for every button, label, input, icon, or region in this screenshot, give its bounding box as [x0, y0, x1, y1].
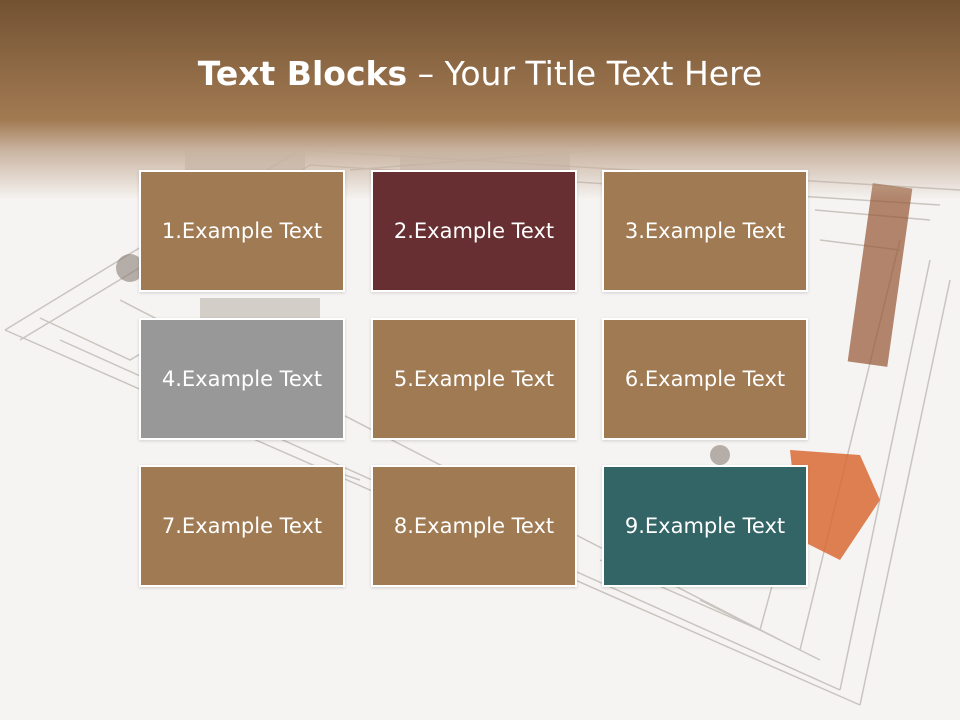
- title-bold-part: Text Blocks: [197, 54, 408, 93]
- text-block-4[interactable]: 4.Example Text: [139, 318, 345, 440]
- title-dash: –: [407, 54, 445, 93]
- text-block-label: 9.Example Text: [624, 514, 786, 538]
- text-block-label: 4.Example Text: [161, 367, 323, 391]
- text-block-label: 6.Example Text: [624, 367, 786, 391]
- text-block-label: 7.Example Text: [161, 514, 323, 538]
- text-block-label: 5.Example Text: [393, 367, 555, 391]
- text-block-3[interactable]: 3.Example Text: [602, 170, 808, 292]
- text-block-8[interactable]: 8.Example Text: [371, 465, 577, 587]
- title-subtext: Your Title Text Here: [444, 54, 763, 93]
- text-block-label: 3.Example Text: [624, 219, 786, 243]
- text-block-6[interactable]: 6.Example Text: [602, 318, 808, 440]
- text-block-9[interactable]: 9.Example Text: [602, 465, 808, 587]
- text-block-label: 8.Example Text: [393, 514, 555, 538]
- text-block-1[interactable]: 1.Example Text: [139, 170, 345, 292]
- text-block-label: 2.Example Text: [393, 219, 555, 243]
- header-band: [0, 0, 960, 200]
- text-block-7[interactable]: 7.Example Text: [139, 465, 345, 587]
- text-block-label: 1.Example Text: [161, 219, 323, 243]
- slide-title: Text Blocks – Your Title Text Here: [0, 54, 960, 93]
- text-block-5[interactable]: 5.Example Text: [371, 318, 577, 440]
- text-block-2[interactable]: 2.Example Text: [371, 170, 577, 292]
